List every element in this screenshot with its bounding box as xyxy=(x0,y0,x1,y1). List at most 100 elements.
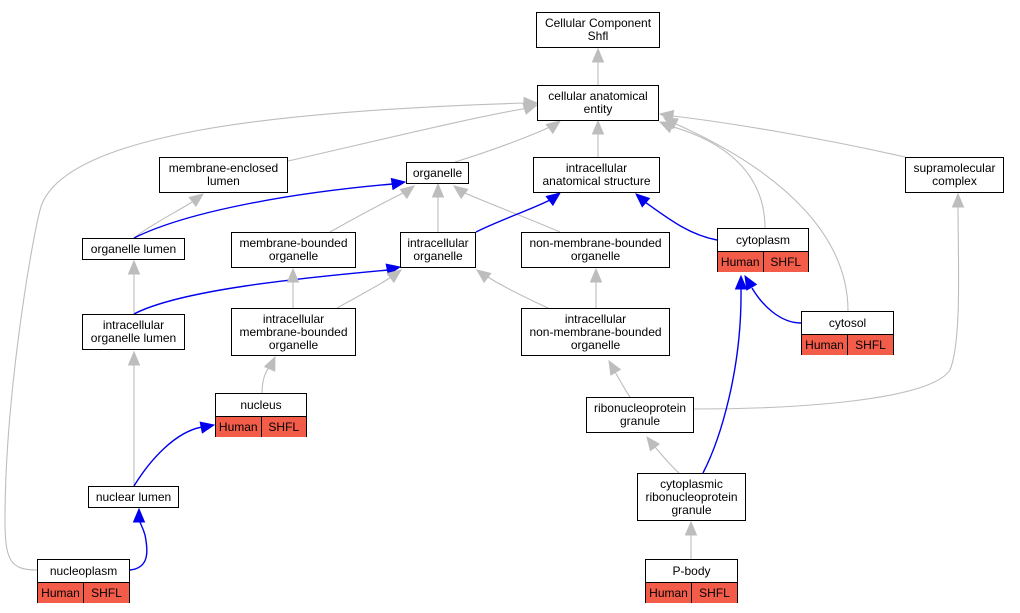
species-badge: Human xyxy=(216,417,261,437)
node-label-line1: membrane-bounded xyxy=(239,236,348,250)
edge-arrowhead xyxy=(646,435,661,452)
node-label-line1: organelle lumen xyxy=(90,241,177,256)
edge-io-ias xyxy=(475,192,562,233)
edge-ol-mel xyxy=(133,193,205,239)
edge-line xyxy=(133,269,389,315)
gene-badge: SHFL xyxy=(691,583,737,603)
edge-iol-ol xyxy=(127,259,141,314)
edge-smc-cae xyxy=(658,109,906,158)
node-label-line1: ribonucleoprotein xyxy=(593,401,687,415)
edge-arrowhead xyxy=(608,359,622,376)
edge-rnp-inmbo xyxy=(608,359,631,398)
edge-nucleoplasm-cae xyxy=(4,96,539,571)
edge-cyt-cae xyxy=(658,121,766,229)
edge-mel-cae xyxy=(287,102,539,162)
species-badge: Human xyxy=(718,252,763,272)
node-label: cytoplasm xyxy=(718,229,808,251)
edge-arrowhead xyxy=(684,520,698,536)
node-label-line1: intracellular xyxy=(564,311,627,326)
node-label-line1: cytosol xyxy=(828,315,867,330)
node-label-line2: entity xyxy=(583,102,613,116)
edge-line xyxy=(133,426,203,487)
node-label: cytosol xyxy=(802,312,893,334)
gene-badge: SHFL xyxy=(847,335,893,355)
edge-line xyxy=(669,125,766,229)
node-label-line1: membrane-enclosed xyxy=(168,161,279,175)
edge-arrowhead xyxy=(589,267,603,283)
edge-pb-crnp xyxy=(684,520,698,559)
node-label-line1: supramolecular xyxy=(913,161,996,175)
edge-arrowhead xyxy=(127,350,141,366)
edge-arrowhead xyxy=(523,96,539,110)
edge-arrowhead xyxy=(132,507,146,523)
edge-arrowhead xyxy=(475,269,492,284)
node-label-line1: intracellular xyxy=(102,318,165,332)
edge-line xyxy=(702,288,742,474)
edge-nl-iol xyxy=(127,350,141,486)
node-label: organelle lumen xyxy=(83,239,184,259)
edge-line xyxy=(614,371,631,398)
edge-org-cae xyxy=(454,120,562,163)
edge-crnp-rnp xyxy=(646,435,680,474)
edge-nmbo-org xyxy=(452,185,561,233)
node-label-line1: cytoplasm xyxy=(735,232,791,247)
edge-line xyxy=(475,199,551,233)
node-label-line1: nuclear lumen xyxy=(95,489,172,504)
node-label-line1: cellular anatomical xyxy=(548,89,648,103)
edge-line xyxy=(129,521,148,571)
edge-ol-org xyxy=(133,177,407,239)
edge-arrowhead xyxy=(452,185,469,200)
edge-arrowhead xyxy=(199,421,216,434)
edge-line xyxy=(672,115,906,158)
edge-ias-cae xyxy=(591,119,605,157)
node-organelle[interactable]: organelle xyxy=(406,162,469,184)
edge-arrowhead xyxy=(385,263,402,276)
edge-line xyxy=(4,102,526,571)
edge-line xyxy=(329,192,404,233)
node-label-line1: non-membrane-bounded xyxy=(529,236,662,250)
species-badge: Human xyxy=(38,583,83,603)
edge-arrowhead xyxy=(386,269,403,284)
node-label-line2: complex xyxy=(932,174,977,188)
edge-cytosol-cae xyxy=(662,117,849,312)
node-nuclear-lumen[interactable]: nuclear lumen xyxy=(88,486,179,508)
node-label-line2: organelle xyxy=(570,249,621,263)
node-label-line2: organelle xyxy=(413,249,463,263)
edge-line xyxy=(336,276,392,309)
species-badge: Human xyxy=(646,583,691,603)
edge-arrowhead xyxy=(545,192,562,207)
node-label: organelle xyxy=(407,163,468,183)
node-label-line1: P-body xyxy=(672,563,711,578)
edge-nl-nuc xyxy=(133,421,216,487)
node-label-line1: intracellular xyxy=(565,161,628,175)
node-label-line1: cytoplasmic xyxy=(660,476,723,491)
edge-cyt-ias xyxy=(635,193,718,241)
node-organelle-lumen[interactable]: organelle lumen xyxy=(82,238,185,260)
node-label-line1: Cellular Component xyxy=(544,16,652,30)
edge-line xyxy=(644,201,718,241)
